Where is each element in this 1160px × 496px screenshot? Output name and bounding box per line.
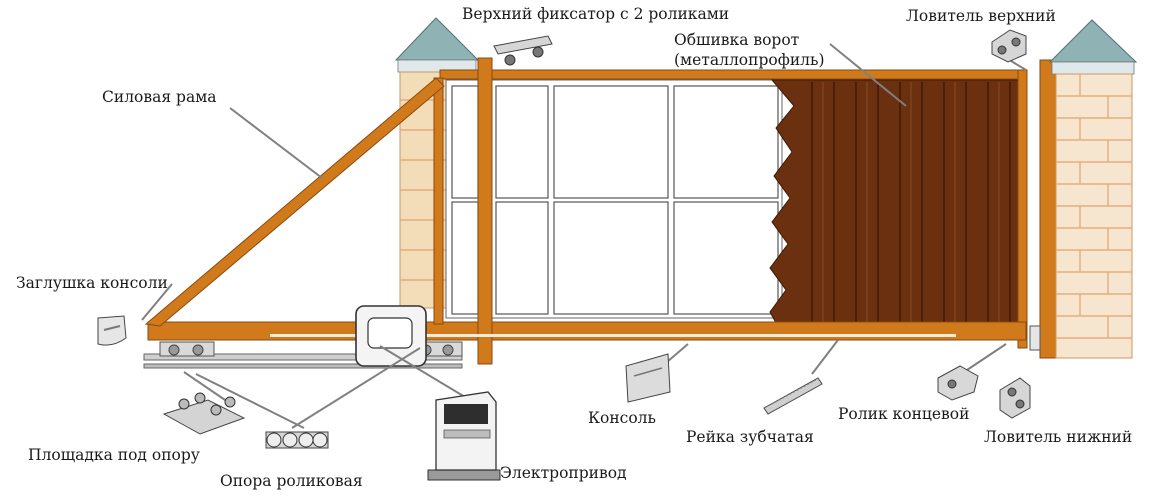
label-frame: Силовая рама (102, 88, 217, 106)
top-catcher-part (991, 29, 1027, 63)
gear-rack-part (763, 377, 823, 415)
label-console-cap: Заглушка консоли (16, 274, 168, 292)
gate-panes (445, 79, 783, 319)
label-roller-support: Опора роликовая (220, 472, 363, 490)
label-top-catcher: Ловитель верхний (906, 7, 1056, 25)
label-drive: Электропривод (500, 464, 627, 482)
label-console: Консоль (588, 409, 656, 427)
bottom-catcher-part (999, 377, 1031, 419)
roller-support-part (265, 431, 329, 449)
end-roller-part (937, 365, 979, 401)
label-sheathing-sub: (металлопрофиль) (674, 51, 825, 69)
label-top-fixer: Верхний фиксатор с 2 роликами (462, 5, 729, 23)
label-sheathing: Обшивка ворот (674, 31, 799, 49)
drive-part (427, 391, 501, 481)
label-bottom-catcher: Ловитель нижний (984, 428, 1132, 446)
label-support-pad: Площадка под опору (28, 446, 200, 464)
label-end-roller: Ролик концевой (838, 405, 969, 423)
console-cap-part (97, 315, 127, 346)
gate-sheathing (769, 79, 1023, 331)
top-fixer-part (493, 35, 553, 66)
leader-lines (141, 43, 1027, 429)
support-pad-part (162, 392, 246, 435)
label-gear-rack: Рейка зубчатая (686, 428, 814, 446)
right-pillar (1029, 19, 1138, 359)
console-part (625, 353, 671, 403)
drive-housing (355, 305, 427, 367)
